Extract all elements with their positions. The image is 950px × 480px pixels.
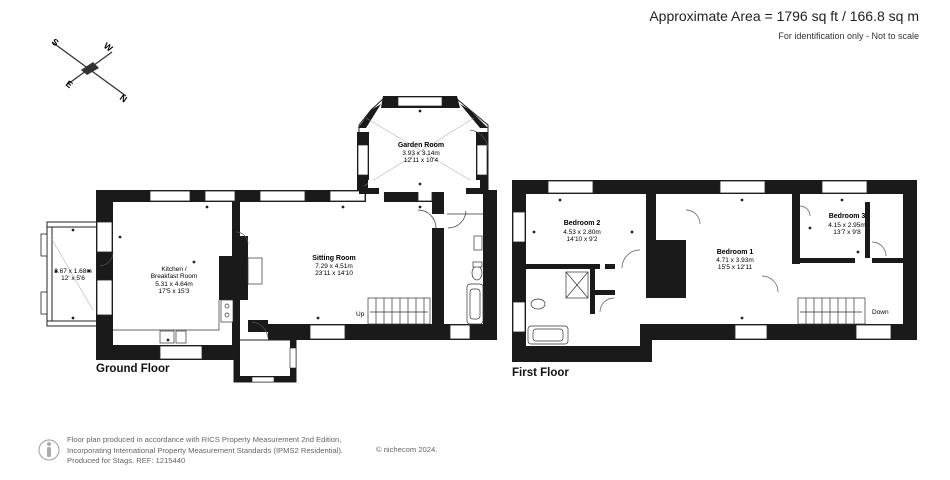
rics-logo-icon xyxy=(38,439,60,461)
garden-room-name: Garden Room xyxy=(398,142,444,149)
compass-e: E xyxy=(64,79,75,91)
bedroom3-label: Bedroom 3 4.15 x 2.95m 13'7 x 9'8 xyxy=(828,213,866,236)
ground-floor-label: Ground Floor xyxy=(96,363,170,375)
compass-n: N xyxy=(118,93,129,105)
compass-icon xyxy=(51,41,127,97)
garden-room-imperial: 12'11 x 10'4 xyxy=(404,157,439,164)
first-floor-label: First Floor xyxy=(512,367,569,379)
bedroom1-imperial: 15'5 x 12'11 xyxy=(718,264,753,271)
porch-imperial: 12' x 5'6 xyxy=(61,275,85,282)
bedroom3-name: Bedroom 3 xyxy=(829,213,866,220)
sitting-room-metric: 7.29 x 4.51m xyxy=(315,263,353,270)
copyright-credit: © nichecom 2024. xyxy=(376,445,438,454)
sitting-room-name: Sitting Room xyxy=(312,255,356,262)
disclaimer-note: For identification only - Not to scale xyxy=(778,31,919,41)
sitting-room-label: Sitting Room 7.29 x 4.51m 23'11 x 14'10 xyxy=(312,255,356,277)
first-stairs xyxy=(797,297,866,325)
compass-s: S xyxy=(50,37,61,49)
compass-w: W xyxy=(102,41,115,54)
first-bathroom xyxy=(527,271,589,345)
kitchen-label: Kitchen / Breakfast Room 5.31 x 4.64m 17… xyxy=(151,266,198,295)
first-windows xyxy=(512,180,892,340)
porch-label: 3.67 x 1.68m 12' x 5'6 xyxy=(54,268,92,282)
garden-room-metric: 3.93 x 3.14m xyxy=(402,150,440,157)
approximate-area: Approximate Area = 1796 sq ft / 166.8 sq… xyxy=(649,8,919,24)
first-markers xyxy=(532,198,860,320)
garden-room xyxy=(357,96,489,194)
kitchen-imperial: 17'5 x 15'3 xyxy=(158,288,189,295)
bedroom1-metric: 4.71 x 3.93m xyxy=(716,257,754,264)
ground-windows xyxy=(96,190,471,360)
stairs-up-label: Up xyxy=(356,311,365,318)
stairs-down-label: Down xyxy=(872,309,889,316)
kitchen-name-1: Kitchen / xyxy=(161,266,186,273)
bedroom2-name: Bedroom 2 xyxy=(564,220,601,227)
measure-markers xyxy=(54,109,422,342)
kitchen-metric: 5.31 x 4.64m xyxy=(155,281,193,288)
garden-room-label: Garden Room 3.93 x 3.14m 12'11 x 10'4 xyxy=(398,142,444,164)
bedroom1-label: Bedroom 1 4.71 x 3.93m 15'5 x 12'11 xyxy=(716,249,754,271)
kitchen-name-2: Breakfast Room xyxy=(151,273,198,280)
footer-text: Floor plan produced in accordance with R… xyxy=(67,435,343,467)
first-floor-plan: Down xyxy=(512,180,917,362)
ground-floor-plan: Up xyxy=(40,96,497,383)
ground-stairs xyxy=(367,297,431,325)
first-doors xyxy=(599,205,887,313)
footer-line-3: Produced for Stags. REF: 1215440 xyxy=(67,456,186,466)
porch-metric: 3.67 x 1.68m xyxy=(54,268,92,275)
bedroom2-imperial: 14'10 x 9'2 xyxy=(566,236,597,243)
footer-line-2: Incorporating International Property Mea… xyxy=(67,445,344,455)
bedroom1-name: Bedroom 1 xyxy=(717,249,754,256)
bedroom3-imperial: 13'7 x 9'8 xyxy=(833,229,861,236)
first-walls xyxy=(512,180,917,362)
ground-bathroom xyxy=(417,203,484,325)
kitchen-units xyxy=(113,257,263,344)
bedroom2-label: Bedroom 2 4.53 x 2.80m 14'10 x 9'2 xyxy=(563,220,601,243)
bedroom2-metric: 4.53 x 2.80m xyxy=(563,229,601,236)
footer-line-1: Floor plan produced in accordance with R… xyxy=(67,435,342,444)
bedroom3-metric: 4.15 x 2.95m xyxy=(828,222,866,229)
entrance-porch xyxy=(233,321,297,383)
ground-doors xyxy=(99,231,249,267)
sitting-room-imperial: 23'11 x 14'10 xyxy=(315,270,353,277)
